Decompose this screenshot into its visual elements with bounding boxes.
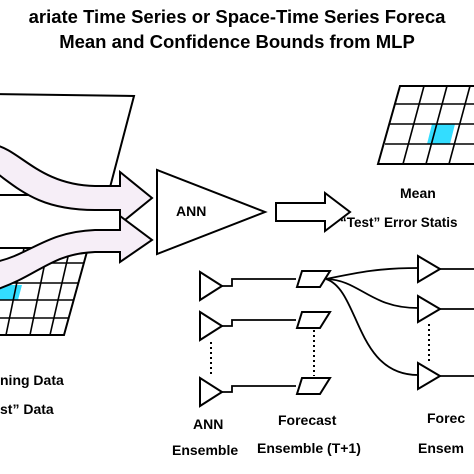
mean-label: Mean [400,185,436,201]
highlight-cell-left [0,285,22,300]
forecast-box-3 [295,377,332,395]
branch-curve-1 [325,267,419,280]
ann-main-triangle [156,168,268,256]
right-ensemble-label: Ensem [418,440,464,456]
right-forecast-label: Forec [427,410,466,426]
connector-1 [222,278,296,287]
diagram-title-line-2: Mean and Confidence Bounds from MLP [59,31,415,52]
ann-ensemble-label: ANN [193,416,224,432]
right-ann-triangle-2 [417,294,442,324]
diagram-title-line-1: ariate Time Series or Space-Time Series … [28,6,446,27]
forecast-ensemble-label: Ensemble (T+1) [257,440,361,456]
connector-2 [222,319,296,327]
forecast-label: Forecast [278,412,337,428]
right-ann-triangle-3 [417,361,442,391]
test-data-label: st” Data [0,401,54,417]
ann-ensemble-label-2: Ensemble [172,442,239,458]
forecast-box-2 [295,311,332,329]
test-error-label: “Test” Error Statis [340,215,458,230]
right-ann-triangle-1 [417,254,442,284]
branch-curve-3 [325,278,419,376]
input-arrow-lower [0,214,154,290]
ensemble-ann-triangle-2 [199,310,224,342]
training-data-label: ning Data [0,372,64,388]
ann-main-label: ANN [176,203,207,219]
forecast-box-1 [295,270,332,288]
ensemble-ann-triangle-1 [199,270,224,302]
input-arrow-upper [0,145,154,227]
output-arrow [275,190,352,234]
connector-3 [222,385,296,393]
ensemble-ann-triangle-3 [199,376,224,408]
mean-grid [376,85,474,165]
branch-curve-2 [325,278,419,309]
highlight-cell-mean [427,124,455,144]
